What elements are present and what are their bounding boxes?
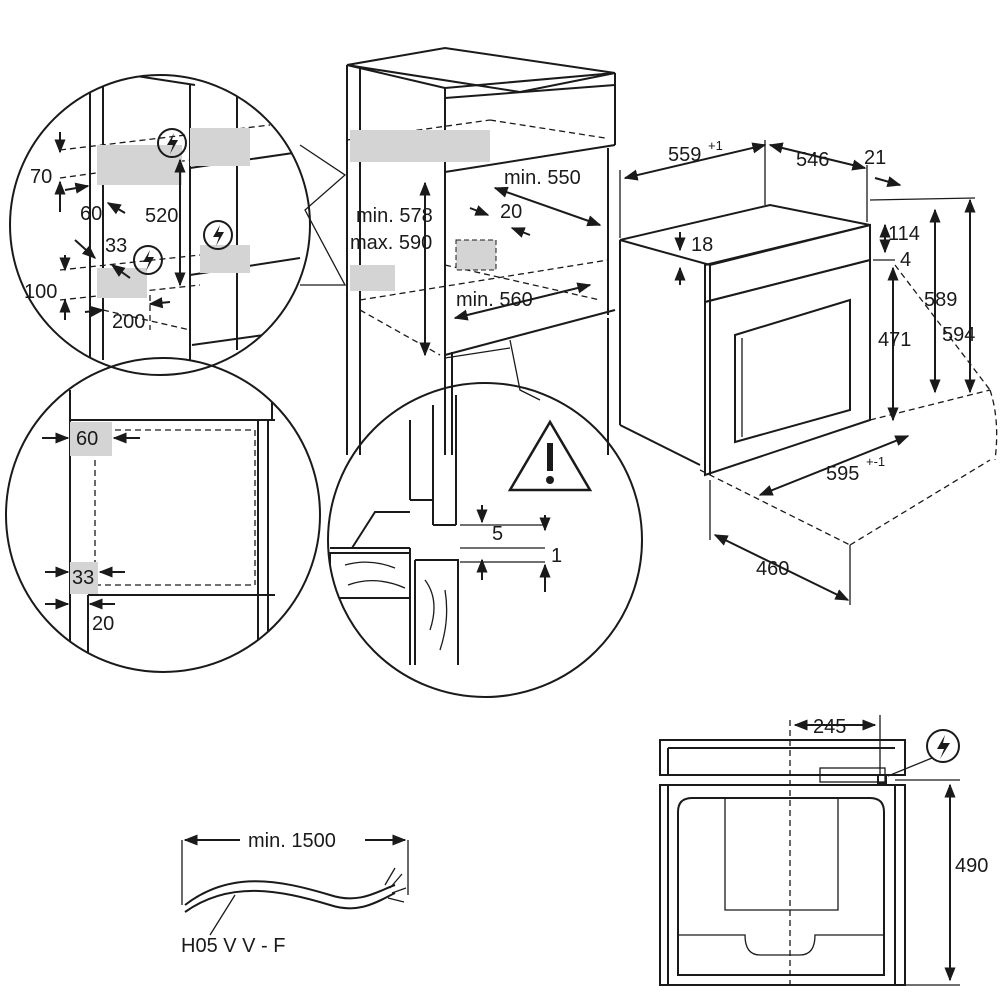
power-cable: min. 1500 H05 V V - F bbox=[181, 830, 409, 957]
detail-circle-bottom-left: 60 33 20 bbox=[5, 357, 321, 673]
dim-max-590: max. 590 bbox=[350, 232, 432, 254]
detail-circle-top-left: 70 60 520 33 100 200 bbox=[9, 74, 311, 376]
dim-114: 114 bbox=[888, 223, 920, 245]
dim-5: 5 bbox=[492, 523, 503, 545]
dim-33-top: 33 bbox=[105, 235, 127, 257]
dim-245: 245 bbox=[813, 716, 846, 738]
callout-connector bbox=[299, 144, 347, 286]
electrical-icon bbox=[926, 729, 960, 763]
electrical-icon bbox=[203, 220, 233, 250]
electrical-icon bbox=[133, 245, 163, 275]
electrical-icon bbox=[157, 128, 187, 158]
dim-471: 471 bbox=[878, 329, 911, 351]
dim-4: 4 bbox=[900, 249, 911, 271]
oven-drawing: 559 +1 546 21 18 114 4 589 594 471 595 +… bbox=[619, 138, 998, 605]
warning-icon bbox=[507, 419, 593, 492]
dim-min-560: min. 560 bbox=[456, 289, 533, 311]
dim-460: 460 bbox=[756, 558, 789, 580]
dim-589: 589 bbox=[924, 289, 957, 311]
dim-min-578: min. 578 bbox=[356, 205, 433, 227]
tall-cabinet: min. 578 max. 590 min. 550 20 min. 560 bbox=[346, 46, 616, 455]
dim-490: 490 bbox=[955, 855, 988, 877]
detail-circle-bottom-middle: 5 1 bbox=[327, 382, 643, 698]
dim-min-550: min. 550 bbox=[504, 167, 581, 189]
dim-595: 595 bbox=[826, 463, 859, 485]
dim-200: 200 bbox=[112, 311, 145, 333]
dim-20-mid: 20 bbox=[500, 201, 522, 223]
dim-21: 21 bbox=[864, 147, 886, 169]
dim-559: 559 bbox=[668, 144, 701, 166]
callout-connector-2 bbox=[509, 339, 541, 401]
dim-60-top: 60 bbox=[80, 203, 102, 225]
dim-60-circle: 60 bbox=[76, 428, 98, 450]
dim-100: 100 bbox=[24, 281, 57, 303]
oven-front-view: 245 490 bbox=[659, 715, 988, 986]
dim-594: 594 bbox=[942, 324, 975, 346]
cable-type: H05 V V - F bbox=[181, 935, 285, 957]
dim-33-circle: 33 bbox=[72, 567, 94, 589]
cable-min-1500: min. 1500 bbox=[248, 830, 336, 852]
dim-595-tolerance: +-1 bbox=[866, 454, 885, 469]
dim-18: 18 bbox=[691, 234, 713, 256]
dim-1: 1 bbox=[551, 545, 562, 567]
dim-559-tolerance: +1 bbox=[708, 138, 723, 153]
dim-520: 520 bbox=[145, 205, 178, 227]
dim-546: 546 bbox=[796, 149, 829, 171]
dim-20-circle: 20 bbox=[92, 613, 114, 635]
dim-70: 70 bbox=[30, 166, 52, 188]
